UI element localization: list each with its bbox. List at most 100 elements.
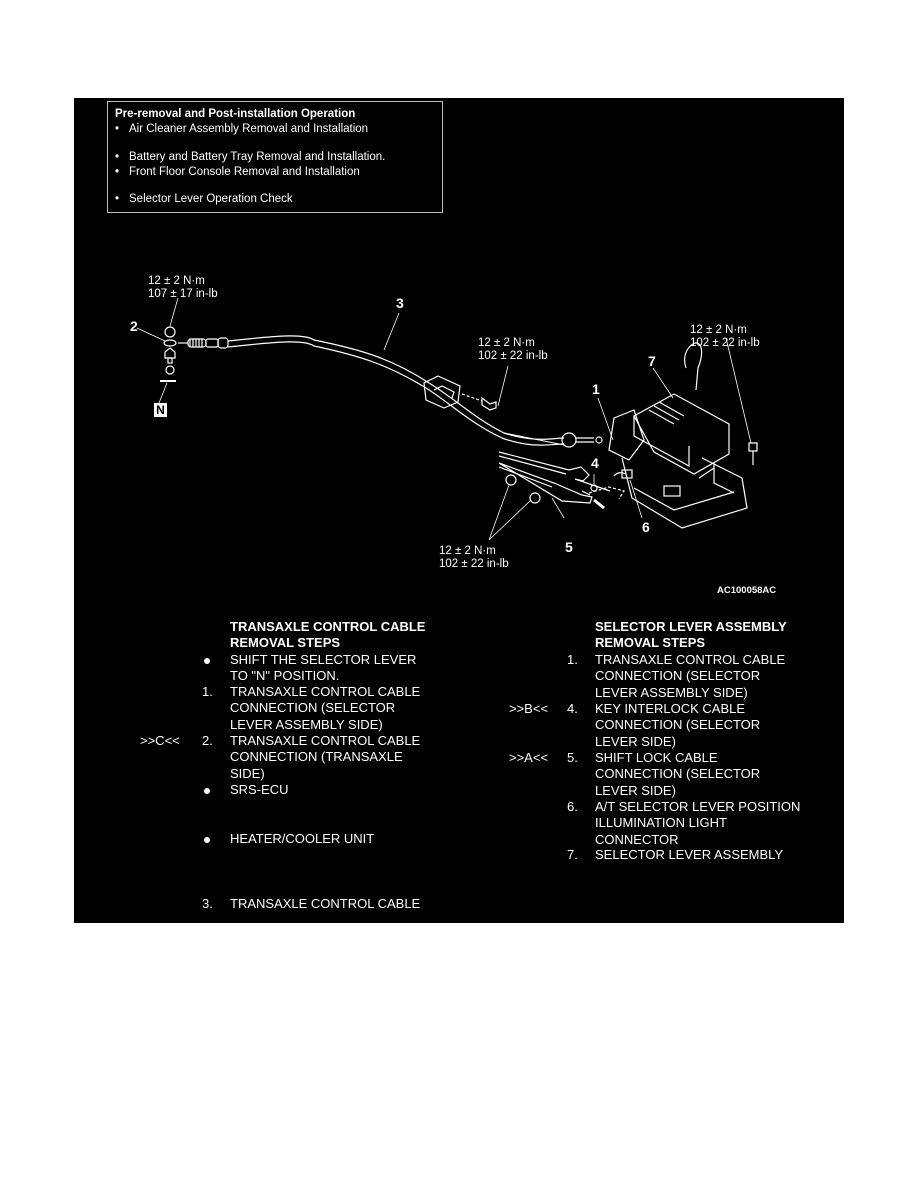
- step-number: 1.: [567, 652, 578, 667]
- heading-line: SELECTOR LEVER ASSEMBLY: [595, 619, 787, 634]
- control-cable: [227, 335, 565, 440]
- bullet-icon: •: [115, 165, 120, 178]
- service-manual-panel: Pre-removal and Post-installation Operat…: [74, 98, 844, 923]
- step-text: CONNECTION (SELECTOR: [230, 700, 396, 716]
- step-text: TRANSAXLE CONTROL CABLE: [595, 652, 786, 667]
- torque-label-transaxle: 12 ± 2 N·m 107 ± 17 in-lb: [148, 275, 218, 301]
- step-reference: >>B<<: [509, 701, 549, 716]
- leader-line: [383, 312, 400, 351]
- key-interlock-cable: [498, 451, 611, 492]
- callout-2: 2: [130, 318, 138, 334]
- step-text: SRS-ECU: [230, 782, 289, 797]
- leader-line: [597, 397, 614, 441]
- pre-removal-info-box: Pre-removal and Post-installation Operat…: [107, 101, 443, 213]
- step-text: CONNECTION (SELECTOR: [595, 766, 761, 782]
- step-text: SELECTOR LEVER ASSEMBLY: [595, 847, 784, 862]
- leader-line: [169, 297, 179, 327]
- info-item-text: Selector Lever Operation Check: [129, 193, 293, 205]
- step-text: ILLUMINATION LIGHT: [595, 815, 727, 831]
- cable-end-fitting: [178, 337, 229, 349]
- step-reference: >>A<<: [509, 750, 549, 765]
- torque-nm: 12 ± 2 N·m: [690, 324, 747, 336]
- lever-bolt: [748, 442, 758, 465]
- step-text: LEVER ASSEMBLY SIDE): [230, 716, 383, 732]
- figure-code: AC100058AC: [717, 585, 777, 596]
- bullet-icon: •: [115, 151, 120, 163]
- bullet-icon: [204, 782, 210, 798]
- leader-line: [725, 337, 752, 444]
- leader-line: [652, 367, 674, 399]
- info-item-air-cleaner: • Air Cleaner Assembly Removal and Insta…: [115, 122, 442, 137]
- step-text: SHIFT THE SELECTOR LEVER: [230, 652, 417, 667]
- info-box-title: Pre-removal and Post-installation Operat…: [115, 108, 356, 120]
- bullet-icon: [204, 652, 210, 668]
- info-item-text: Battery and Battery Tray Removal and Ins…: [129, 151, 386, 163]
- torque-label-lever: 12 ± 2 N·m 102 ± 22 in-lb: [690, 324, 760, 350]
- steps-heading: SELECTOR LEVER ASSEMBLY REMOVAL STEPS: [595, 619, 835, 652]
- callout-7: 7: [648, 353, 656, 369]
- selector-lever-assembly: [608, 342, 748, 529]
- torque-nm: 12 ± 2 N·m: [478, 337, 535, 349]
- step-text: A/T SELECTOR LEVER POSITION: [595, 799, 801, 814]
- step-text: LEVER SIDE): [595, 733, 676, 749]
- step-number: 5.: [567, 750, 578, 765]
- leader-line: [488, 484, 532, 541]
- step-text: CONNECTION (SELECTOR: [595, 717, 761, 733]
- callout-3: 3: [396, 295, 404, 311]
- step-text: TRANSAXLE CONTROL CABLE: [230, 896, 421, 911]
- info-item-text: Air Cleaner Assembly Removal and Install…: [129, 122, 369, 135]
- torque-nm: 12 ± 2 N·m: [439, 545, 496, 557]
- step-text: TRANSAXLE CONTROL CABLE: [230, 684, 421, 699]
- step-text: KEY INTERLOCK CABLE: [595, 701, 746, 716]
- step-number: 1.: [202, 684, 213, 699]
- step-text: LEVER SIDE): [595, 782, 676, 798]
- bracket-bolt: [481, 396, 497, 411]
- info-item-operation-check: • Selector Lever Operation Check: [115, 192, 442, 207]
- cable-end-boot: [561, 432, 577, 448]
- step-text: SHIFT LOCK CABLE: [595, 750, 718, 765]
- steps-heading: TRANSAXLE CONTROL CABLE REMOVAL STEPS: [230, 619, 450, 652]
- neutral-position-marker: N: [154, 403, 167, 417]
- step-number: 6.: [567, 799, 578, 814]
- leader-line: [158, 382, 168, 404]
- torque-inlb: 102 ± 22 in-lb: [439, 558, 509, 570]
- info-item-battery: • Battery and Battery Tray Removal and I…: [115, 150, 442, 165]
- callout-5: 5: [565, 539, 573, 555]
- leader-line: [497, 365, 509, 407]
- step-text: CONNECTION (TRANSAXLE: [230, 749, 403, 765]
- shift-lock-cable: [498, 462, 593, 504]
- step-text: LEVER ASSEMBLY SIDE): [595, 684, 748, 700]
- transaxle-removal-steps: TRANSAXLE CONTROL CABLE REMOVAL STEPS SH…: [140, 619, 460, 919]
- illumination-connector: [613, 472, 627, 477]
- heading-line: TRANSAXLE CONTROL CABLE: [230, 619, 426, 634]
- leader-line: [551, 497, 565, 519]
- selector-lever-removal-steps: SELECTOR LEVER ASSEMBLY REMOVAL STEPS 1.…: [504, 619, 844, 879]
- bullet-icon: •: [115, 122, 120, 135]
- step-text: TO "N" POSITION.: [230, 668, 340, 684]
- step-reference: >>C<<: [140, 733, 180, 748]
- step-text: TRANSAXLE CONTROL CABLE: [230, 733, 421, 748]
- leader-line: [136, 327, 166, 342]
- info-item-text: Front Floor Console Removal and Installa…: [129, 165, 360, 178]
- cable-diagram: [136, 297, 758, 541]
- torque-inlb: 102 ± 22 in-lb: [690, 337, 760, 349]
- step-text: SIDE): [230, 765, 265, 781]
- torque-inlb: 102 ± 22 in-lb: [478, 350, 548, 362]
- leader-line: [629, 479, 643, 519]
- callout-6: 6: [642, 519, 650, 535]
- step-number: 2.: [202, 733, 213, 748]
- callout-1: 1: [592, 381, 600, 397]
- step-number: 3.: [202, 896, 213, 911]
- torque-inlb: 107 ± 17 in-lb: [148, 288, 218, 300]
- torque-label-lower: 12 ± 2 N·m 102 ± 22 in-lb: [439, 545, 509, 571]
- cable-bracket: [423, 375, 461, 409]
- step-number: 7.: [567, 847, 578, 862]
- bullet-icon: [204, 831, 210, 847]
- callout-4: 4: [591, 455, 599, 471]
- torque-nm: 12 ± 2 N·m: [148, 275, 205, 287]
- heading-line: REMOVAL STEPS: [595, 635, 706, 651]
- step-text: CONNECTOR: [595, 831, 679, 847]
- step-number: 4.: [567, 701, 578, 716]
- step-text: CONNECTION (SELECTOR: [595, 668, 761, 684]
- bullet-icon: •: [115, 193, 120, 205]
